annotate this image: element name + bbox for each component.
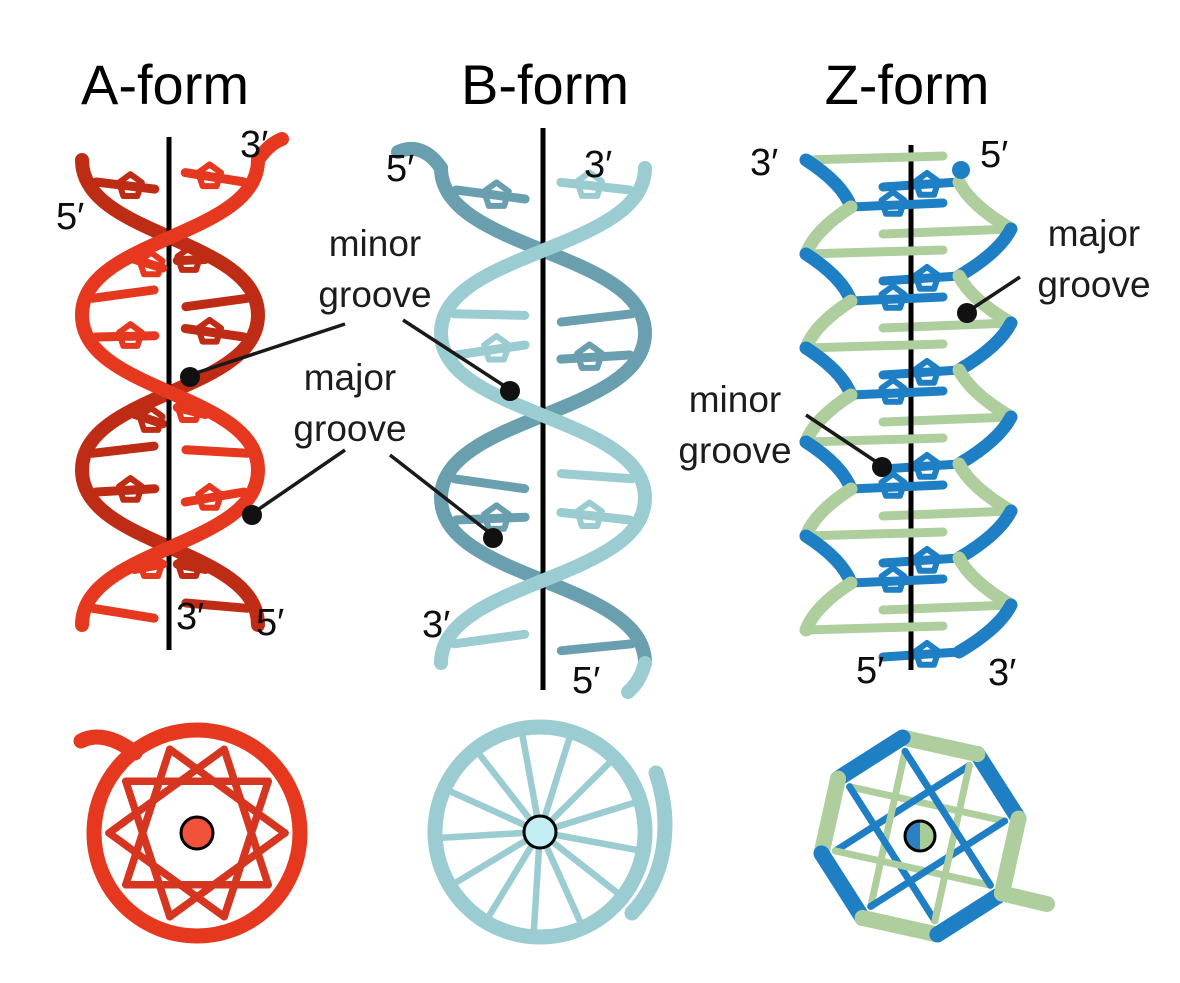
a-form-helix-model [74,132,289,650]
b-form-top-right-end-label: 3′ [584,144,613,186]
b-form-top-view [427,719,673,945]
ab-major-groove-label: major groove [275,352,425,454]
z-form-title: Z-form [824,53,990,116]
z-major-groove-line2: groove [1037,264,1151,306]
z-form-helix-model [799,145,1018,670]
b-form-helix-model [391,128,653,699]
z-major-groove-line1: major [1047,213,1141,254]
ab-major-groove-line2: groove [293,408,407,450]
z-form-top-right-end-label: 5′ [980,134,1009,176]
z-form-top-view [813,729,1055,943]
ab-minor-groove-line2: groove [318,274,432,316]
z-minor-groove-line1: minor [688,379,782,420]
z-major-groove-label: major groove [1019,208,1169,310]
z-minor-groove-line2: groove [678,430,792,472]
b-form-bottom-right-end-label: 5′ [572,660,601,702]
a-form-top-left-end-label: 5′ [56,196,85,238]
a-form-bottom-left-end-label: 3′ [176,596,205,638]
z-form-top-left-end-label: 3′ [750,142,779,184]
z-form-bottom-left-end-label: 5′ [856,650,885,692]
z-minor-groove-label: minor groove [655,374,815,476]
a-form-title: A-form [81,53,249,116]
b-form-title: B-form [461,53,629,116]
a-form-top-right-end-label: 3′ [240,124,269,166]
ab-minor-groove-line1: minor [328,223,422,264]
a-form-top-view [73,722,308,944]
b-form-bottom-left-end-label: 3′ [422,604,451,646]
b-form-top-left-end-label: 5′ [386,148,415,190]
a-form-bottom-right-end-label: 5′ [256,602,285,644]
ab-minor-groove-label: minor groove [300,218,450,320]
z-form-bottom-right-end-label: 3′ [988,652,1017,694]
ab-major-groove-line1: major [303,357,397,398]
